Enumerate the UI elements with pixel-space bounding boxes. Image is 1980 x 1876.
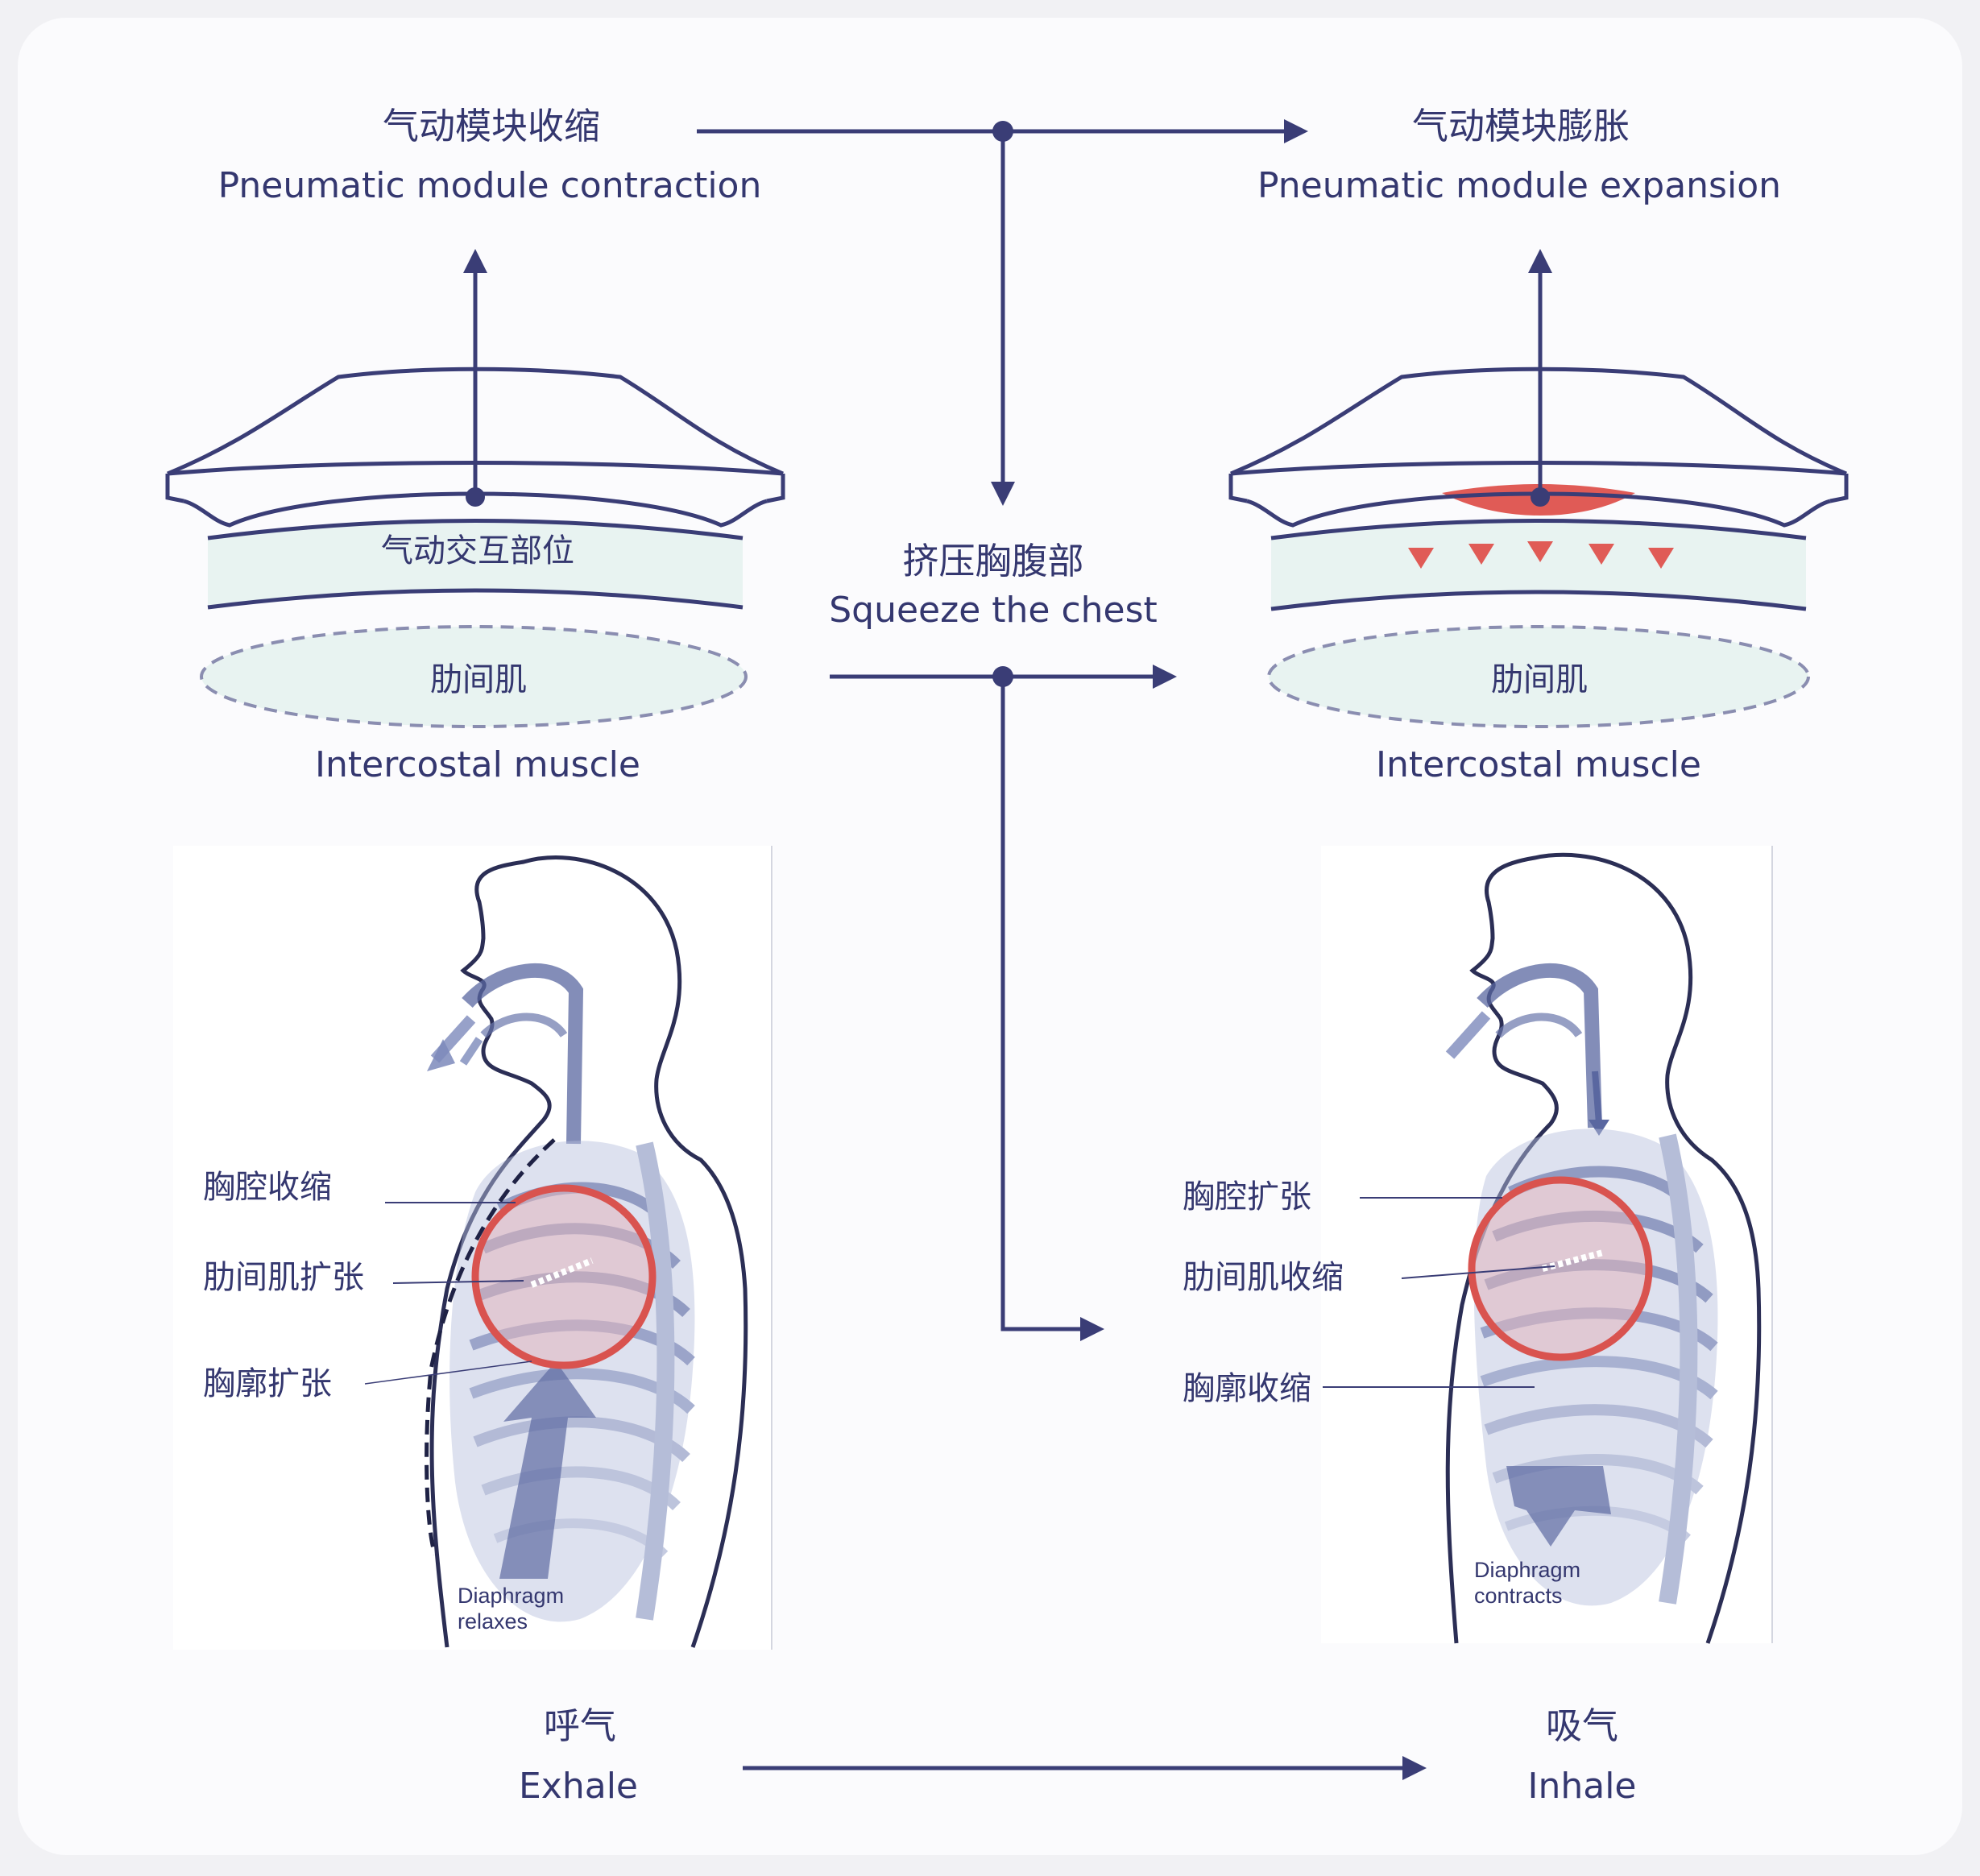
diaphragm-label-1: Diaphragm (1474, 1558, 1580, 1582)
squeeze-label-cn: 挤压胸腹部 (902, 540, 1083, 582)
squeeze-label-en: Squeeze the chest (829, 590, 1158, 631)
muscle-label-en-right: Intercostal muscle (1376, 744, 1701, 785)
title-cn-right: 气动模块膨胀 (1412, 105, 1630, 147)
diaphragm-label-2: contracts (1474, 1584, 1563, 1608)
junction-dot (992, 666, 1013, 687)
lung-highlight-circle (1472, 1180, 1649, 1357)
muscle-label-cn-left: 肋间肌 (430, 661, 527, 698)
label-chest-expand: 胸腔扩张 (1183, 1178, 1311, 1215)
junction-dot (992, 121, 1013, 142)
inhale-label-en: Inhale (1527, 1766, 1636, 1807)
inhale-label-cn: 吸气 (1546, 1704, 1618, 1747)
muscle-label-en-left: Intercostal muscle (315, 744, 640, 785)
label-intercostal-expand: 肋间肌扩张 (203, 1259, 364, 1296)
title-en-left: Pneumatic module contraction (218, 165, 762, 206)
diaphragm-label-1: Diaphragm (458, 1584, 564, 1608)
exhale-label-cn: 呼气 (544, 1704, 616, 1747)
diaphragm-label-2: relaxes (458, 1609, 528, 1634)
label-thorax-contract: 胸廓收缩 (1183, 1370, 1311, 1407)
exhale-label-en: Exhale (519, 1766, 638, 1807)
label-intercostal-contract: 肋间肌收缩 (1183, 1259, 1344, 1296)
label-chest-contract: 胸腔收缩 (203, 1169, 332, 1206)
exhale-figure: 胸腔收缩 肋间肌扩张 胸廓扩张 Diaphragm relaxes (173, 846, 773, 1650)
lung-highlight-circle (475, 1188, 652, 1365)
label-thorax-expand: 胸廓扩张 (203, 1365, 332, 1402)
title-cn-left: 气动模块收缩 (383, 105, 600, 147)
muscle-label-cn-right: 肋间肌 (1491, 661, 1588, 698)
title-en-right: Pneumatic module expansion (1257, 165, 1781, 206)
interaction-label-cn: 气动交互部位 (381, 532, 574, 569)
